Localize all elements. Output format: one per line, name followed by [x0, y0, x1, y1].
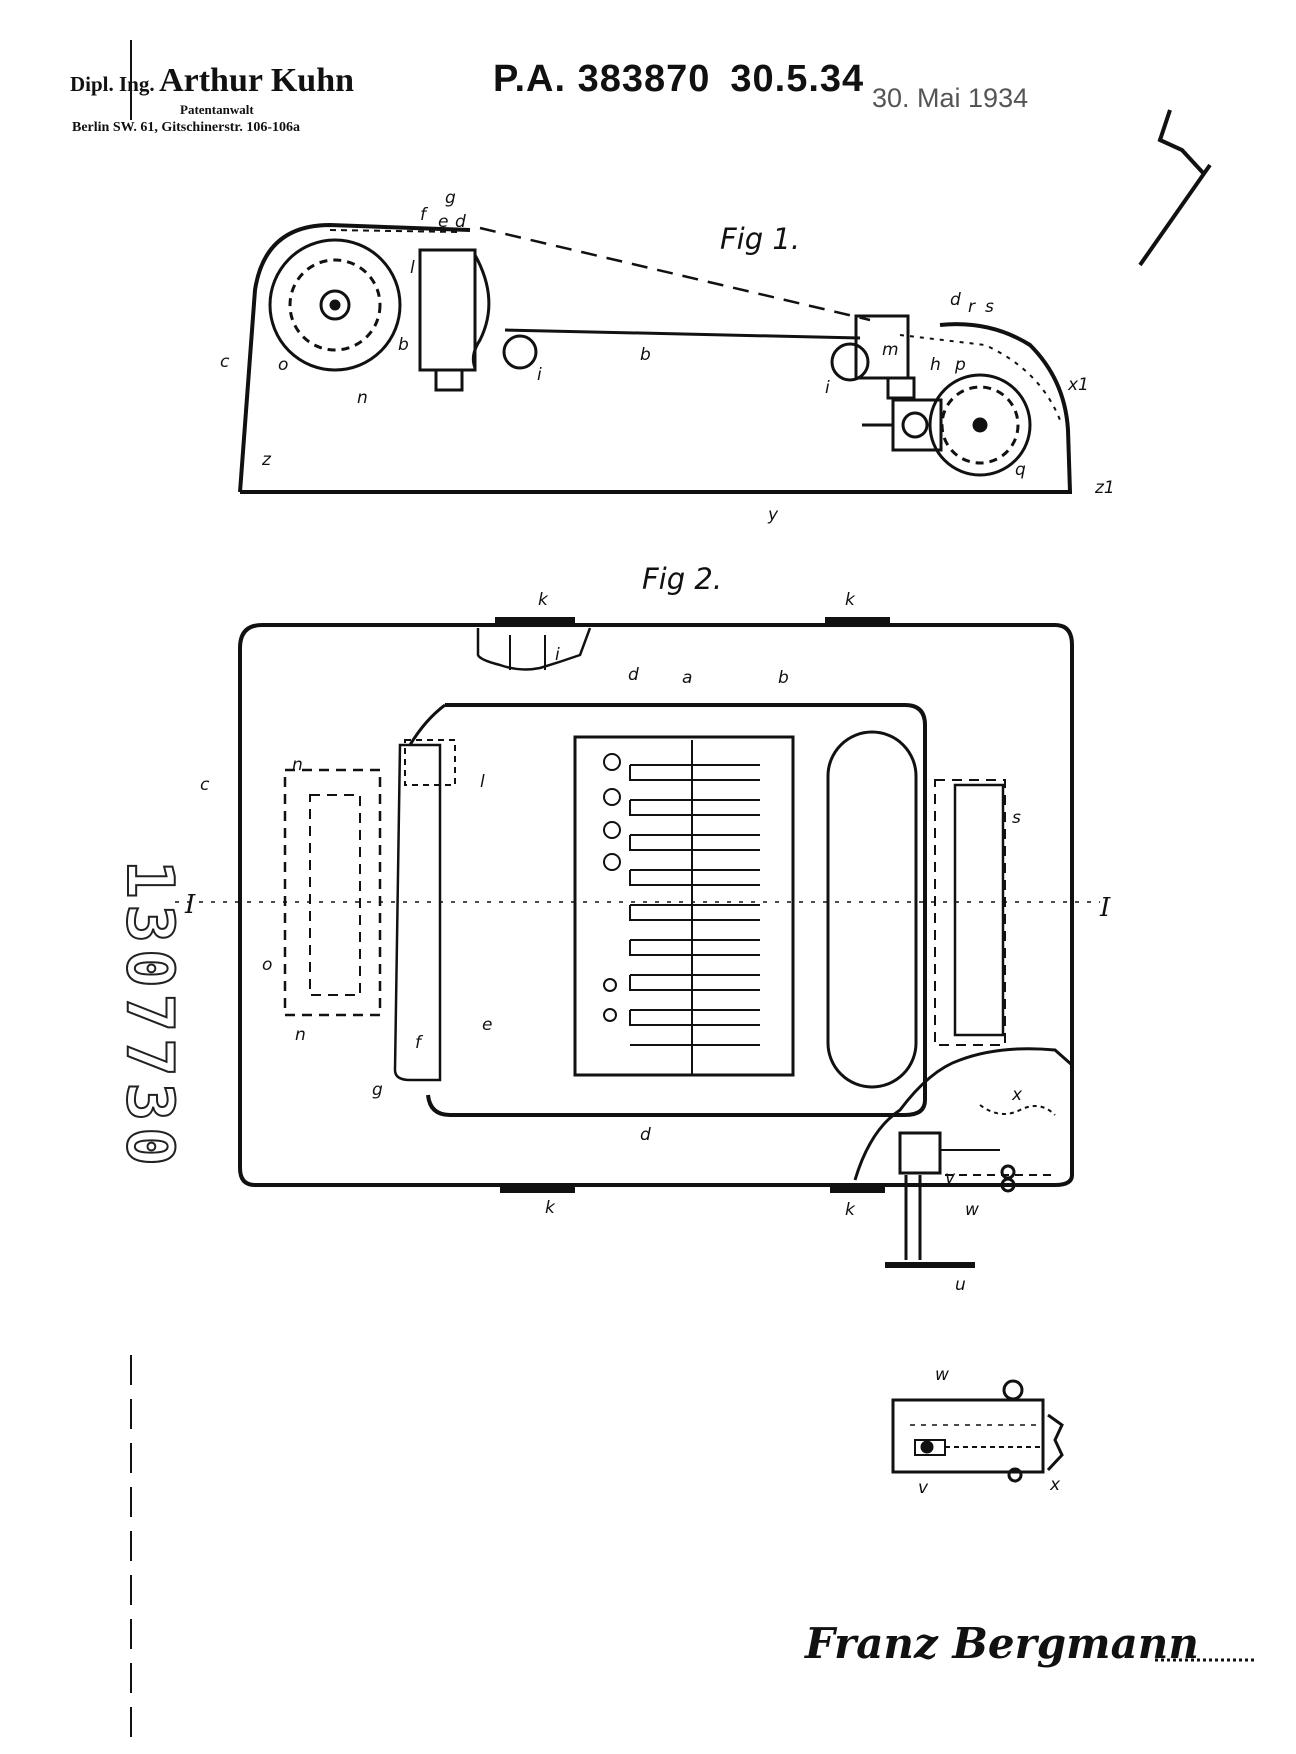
- fig2-label-n-top: n: [292, 755, 303, 775]
- fig2-label-i: i: [555, 645, 560, 665]
- fig2-label-w: w: [965, 1200, 979, 1220]
- fig2-label-g: g: [372, 1080, 383, 1100]
- fig2-label-l: l: [480, 772, 485, 792]
- fig2-label-k-top-left: k: [538, 590, 548, 610]
- fig2-label-b: b: [778, 668, 789, 688]
- fig2-label-v: v: [945, 1168, 956, 1188]
- fig2-label-a: a: [682, 668, 693, 688]
- fig2-section-mark-left: I: [185, 890, 196, 920]
- fig1-label-q: q: [1015, 460, 1026, 480]
- fig1-label-c: c: [220, 352, 230, 372]
- fig1-label-r: r: [968, 297, 975, 317]
- fig3-label-x: x: [1050, 1475, 1061, 1495]
- signature: Franz Bergmann: [804, 1619, 1199, 1668]
- figure-1-label: Fig 1.: [720, 222, 801, 256]
- fig2-label-k-bottom-left: k: [545, 1198, 555, 1218]
- fig2-label-e: e: [482, 1015, 493, 1035]
- fig2-label-f: f: [415, 1033, 421, 1053]
- figure-2-label: Fig 2.: [642, 562, 723, 596]
- attorney-name: Arthur Kuhn: [159, 62, 355, 99]
- fig2-label-k-top-right: k: [845, 590, 855, 610]
- figure-3-drawing: [891, 1379, 1064, 1483]
- fig3-label-v: v: [918, 1478, 929, 1498]
- figure-2-drawing: [175, 617, 1100, 1268]
- application-stamp: P.A. 383870 30.5.34: [493, 58, 884, 101]
- fig2-label-d-top: d: [628, 665, 639, 685]
- fig1-label-y: y: [768, 505, 779, 525]
- fig2-label-x: x: [1012, 1085, 1023, 1105]
- fig1-label-m: m: [882, 340, 899, 360]
- received-date-stamp: 30. Mai 1934: [872, 83, 1029, 113]
- fig1-label-p: p: [955, 355, 966, 375]
- application-number: P.A. 383870: [493, 58, 711, 100]
- fig2-label-n-bottom: n: [295, 1025, 306, 1045]
- fig2-label-o: o: [262, 955, 273, 975]
- fig1-label-s: s: [985, 297, 994, 317]
- fig1-label-d: d: [455, 212, 466, 232]
- attorney-address: Berlin SW. 61, Gitschinerstr. 106-106a: [72, 120, 301, 135]
- fig2-label-s: s: [1012, 808, 1021, 828]
- fig2-section-mark-right: I: [1100, 893, 1111, 923]
- fig2-label-c: c: [200, 775, 210, 795]
- fig1-label-l: l: [410, 258, 415, 278]
- fig2-label-d-bottom: d: [640, 1125, 651, 1145]
- attorney-stamp: Dipl. Ing. Arthur Kuhn: [70, 62, 354, 100]
- fig3-label-w: w: [935, 1365, 949, 1385]
- fig1-label-d-right: d: [950, 290, 961, 310]
- sheet-number-mark: [1138, 109, 1212, 267]
- fig1-label-x1: x1: [1068, 375, 1089, 395]
- fig1-label-g: g: [445, 188, 456, 208]
- fig2-label-k-bottom-right: k: [845, 1200, 855, 1220]
- title-prefix: Dipl. Ing.: [70, 72, 155, 96]
- fig1-label-z: z: [262, 450, 271, 470]
- fig1-label-i-right: i: [825, 378, 830, 398]
- fig1-label-o: o: [278, 355, 289, 375]
- fig1-label-i-left: i: [537, 365, 542, 385]
- fig1-label-n: n: [357, 388, 368, 408]
- fig1-label-b-center: b: [640, 345, 651, 365]
- fig1-label-f: f: [420, 205, 426, 225]
- fig1-label-h: h: [930, 355, 941, 375]
- fig1-label-b-left: b: [398, 335, 409, 355]
- fig2-label-u: u: [955, 1275, 966, 1295]
- application-date: 30.5.34: [730, 58, 865, 100]
- attorney-profession: Patentanwalt: [180, 102, 254, 117]
- fig1-label-z1: z1: [1095, 478, 1115, 498]
- figure-1-drawing: [238, 222, 1073, 494]
- fig1-label-e: e: [438, 212, 449, 232]
